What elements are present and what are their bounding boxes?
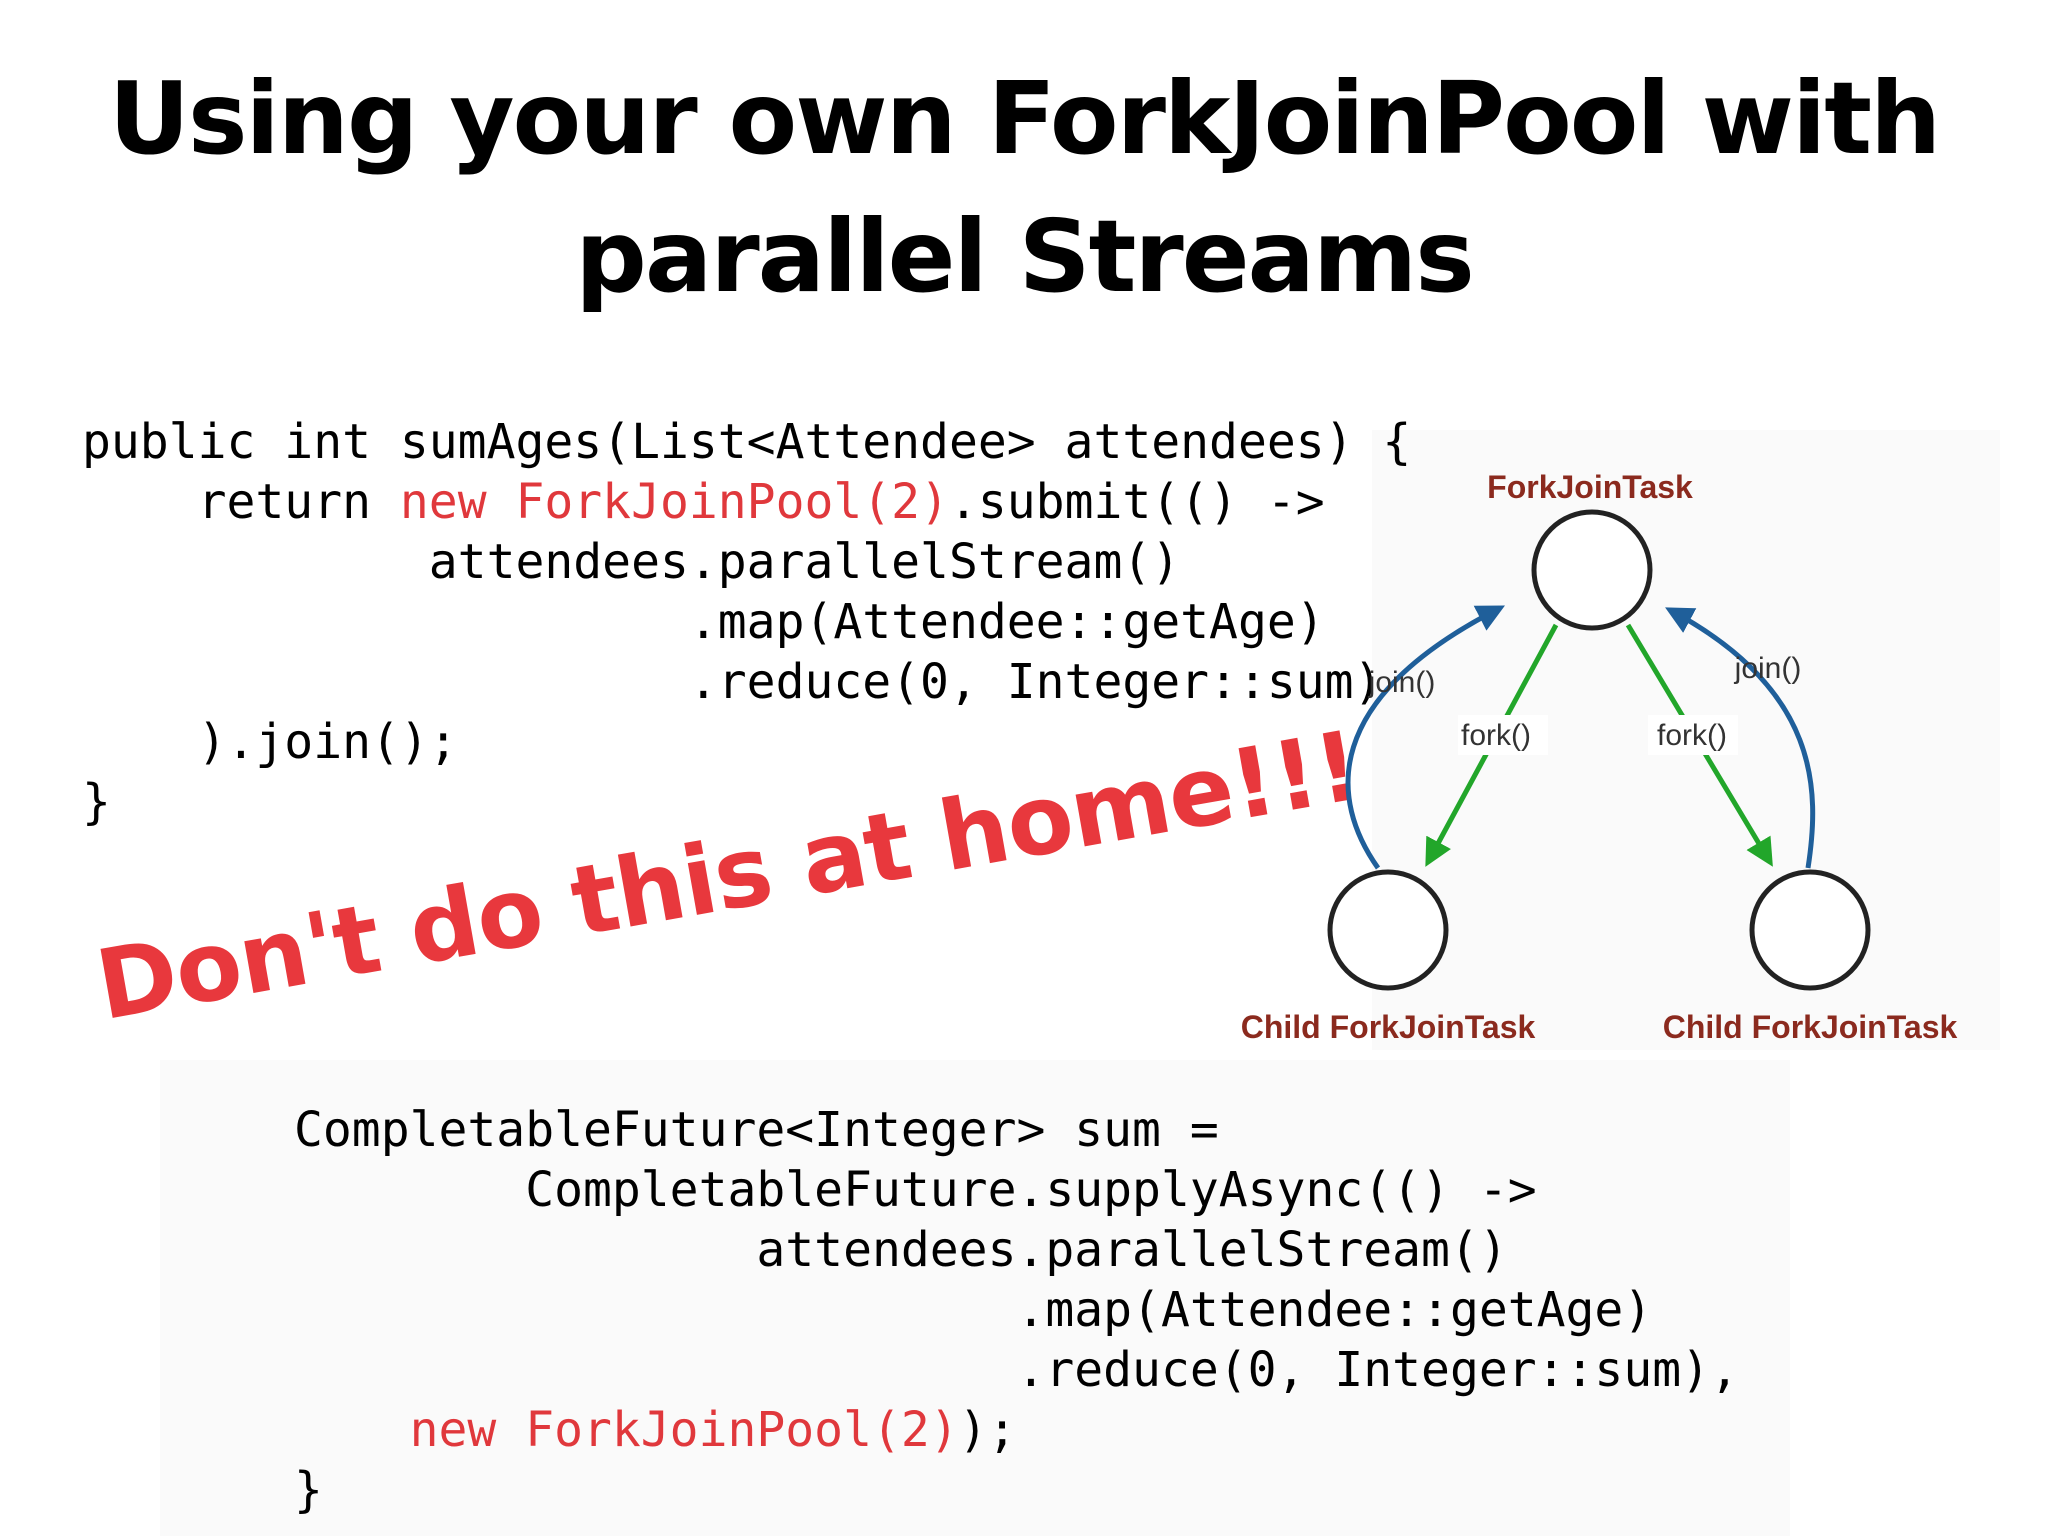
code-line: } — [294, 1462, 323, 1518]
fork-label-bg-right — [1648, 715, 1738, 755]
join-arrow-right — [1665, 607, 1816, 869]
parent-task-label: ForkJoinTask — [1487, 469, 1693, 505]
fork-label-left: fork() — [1461, 719, 1531, 752]
code-keyword-highlight: new ForkJoinPool(2) — [399, 474, 949, 530]
code-line: .map(Attendee::getAge) — [82, 594, 1325, 650]
join-label-right: join() — [1734, 652, 1802, 685]
code-line: CompletableFuture.supplyAsync(() -> — [294, 1162, 1537, 1218]
code-block-completablefuture: CompletableFuture<Integer> sum = Complet… — [294, 1100, 1739, 1520]
code-block-forkjoinpool: public int sumAges(List<Attendee> attend… — [82, 412, 1411, 832]
forkjoin-diagram: ForkJoinTask Child ForkJoinTask Child Fo… — [1241, 469, 1958, 1045]
code-line: ).join(); — [82, 714, 458, 770]
code-line: .reduce(0, Integer::sum), — [294, 1342, 1739, 1398]
title-line-1: Using your own ForkJoinPool with — [108, 60, 1941, 177]
child-task-node-left — [1327, 869, 1449, 991]
code-keyword-highlight: new ForkJoinPool(2) — [409, 1402, 959, 1458]
fork-label-bg-left — [1458, 715, 1548, 755]
code-line: attendees.parallelStream() — [294, 1222, 1508, 1278]
parent-task-node — [1531, 509, 1653, 631]
fork-label-right: fork() — [1657, 719, 1727, 752]
code-background — [160, 1060, 1790, 1536]
code-line: .reduce(0, Integer::sum) — [82, 654, 1383, 710]
slide-title: Using your own ForkJoinPool with paralle… — [0, 50, 2048, 326]
code-line: public int sumAges(List<Attendee> attend… — [82, 414, 1412, 470]
child-task-node-right — [1749, 869, 1871, 991]
code-line-rest: ); — [958, 1402, 1017, 1458]
child-task-label-right: Child ForkJoinTask — [1663, 1009, 1958, 1045]
code-line-indent — [294, 1402, 410, 1458]
code-line-rest: .submit(() -> — [948, 474, 1325, 530]
join-label-left: join() — [1368, 666, 1436, 699]
code-line: attendees.parallelStream() — [82, 534, 1181, 590]
code-line-indent: return — [82, 474, 400, 530]
title-line-2: parallel Streams — [575, 198, 1475, 315]
code-line: .map(Attendee::getAge) — [294, 1282, 1653, 1338]
join-arrow-left — [1345, 605, 1505, 870]
code-line: } — [82, 774, 111, 830]
code-line: CompletableFuture<Integer> sum = — [294, 1102, 1219, 1158]
child-task-label-left: Child ForkJoinTask — [1241, 1009, 1536, 1045]
